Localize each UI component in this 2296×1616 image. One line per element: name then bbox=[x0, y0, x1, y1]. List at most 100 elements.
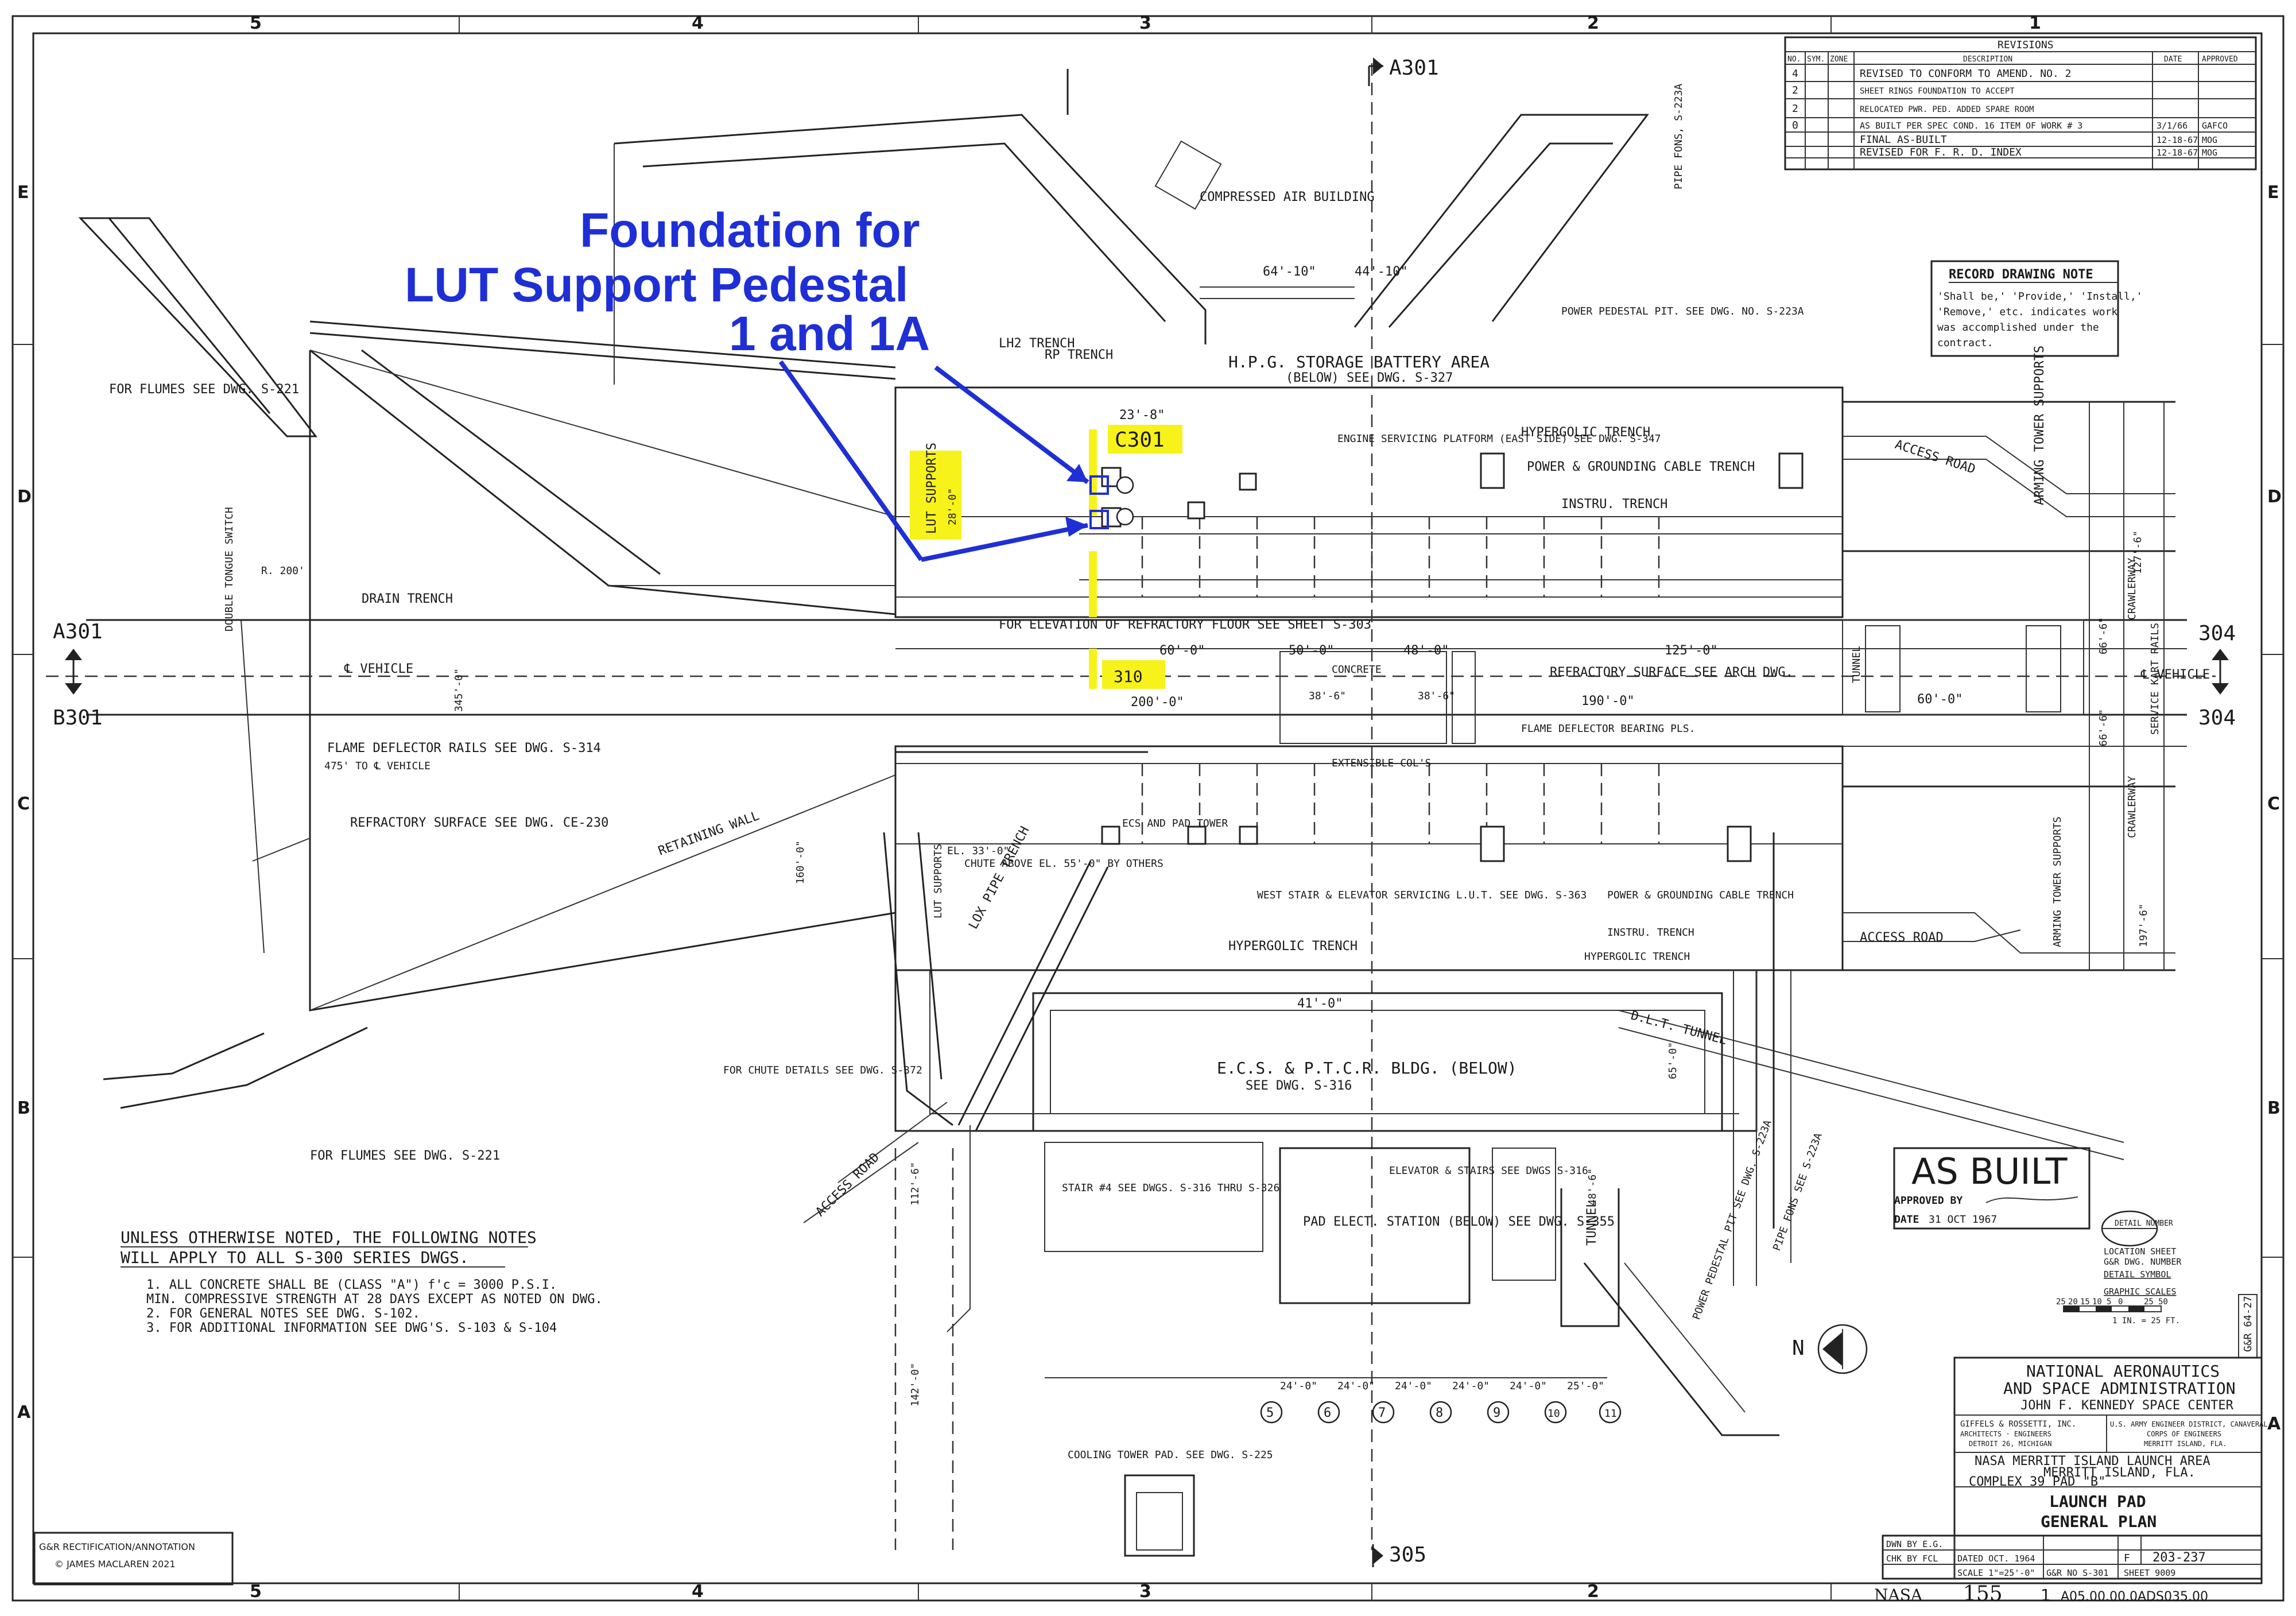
label-power-pedestal: POWER PEDESTAL PIT. SEE DWG. NO. S-223A bbox=[1561, 305, 1804, 317]
label-lut-supports-lower: LUT SUPPORTS bbox=[932, 844, 944, 919]
rev-row-4-date: 12-18-67 bbox=[2157, 135, 2198, 145]
annotation-line-3: 1 and 1A bbox=[729, 307, 930, 361]
dim-125-0: 125'-0" bbox=[1665, 644, 1718, 658]
scale-tick-5: 5 bbox=[2107, 1297, 2111, 1307]
bubble-6: 6 bbox=[1324, 1406, 1331, 1420]
rev-row-3-date: 3/1/66 bbox=[2157, 121, 2188, 131]
credit-box bbox=[33, 1532, 234, 1586]
rev-header-zone: ZONE bbox=[1830, 55, 1848, 64]
title-architect-3: DETROIT 26, MICHIGAN bbox=[1969, 1440, 2052, 1448]
title-agency-2: AND SPACE ADMINISTRATION bbox=[2003, 1379, 2236, 1398]
side-code: G&R 64-27 bbox=[2242, 1296, 2254, 1352]
title-army-2: CORPS OF ENGINEERS bbox=[2147, 1430, 2221, 1438]
label-elevation-refractory: FOR ELEVATION OF REFRACTORY FLOOR SEE SH… bbox=[999, 618, 1371, 632]
dim-48-6: 48'-6" bbox=[1587, 1168, 1599, 1206]
label-lox-pipe-trench: LOX PIPE TRENCH bbox=[966, 824, 1032, 932]
record-note-line-4: contract. bbox=[1937, 337, 1994, 349]
pedestal-1a-box bbox=[1089, 475, 1109, 495]
label-hypergolic-trench-lower-2: HYPERGOLIC TRENCH bbox=[1584, 951, 1690, 963]
rev-row-4-appr: MOG bbox=[2202, 135, 2217, 145]
label-pipe-fons-top: PIPE FONS, S-223A bbox=[1673, 84, 1685, 189]
north-arrow-icon bbox=[1817, 1324, 1868, 1374]
dim-60-0: 60'-0" bbox=[1159, 644, 1205, 658]
label-crawlerway-top: CRAWLERWAY bbox=[2126, 557, 2138, 620]
dim-50-0: 50'-0" bbox=[1289, 644, 1334, 658]
dim-190-0: 190'-0" bbox=[1581, 694, 1635, 708]
rev-row-0-desc: REVISED TO CONFORM TO AMEND. NO. 2 bbox=[1860, 68, 2071, 80]
bubble-11: 11 bbox=[1604, 1408, 1617, 1420]
rev-header-desc: DESCRIPTION bbox=[1963, 55, 2012, 64]
dim-44-10: 44'-10" bbox=[1355, 265, 1408, 279]
label-extensible-col: EXTENSIBLE COL'S bbox=[1332, 757, 1431, 769]
scale-tick-25a: 25 bbox=[2056, 1297, 2066, 1307]
pad-outline bbox=[894, 386, 1844, 971]
grid-col-bottom-5: 5 bbox=[250, 1582, 262, 1602]
lower-buildings bbox=[803, 970, 1779, 1557]
rev-row-3-desc: AS BUILT PER SPEC COND. 16 ITEM OF WORK … bbox=[1860, 121, 2082, 131]
dim-160-0: 160'-0" bbox=[794, 840, 806, 884]
as-built-approved: APPROVED BY bbox=[1894, 1195, 1963, 1207]
grid-col-top-3: 3 bbox=[1139, 13, 1151, 33]
label-cooling-tower: COOLING TOWER PAD. SEE DWG. S-225 bbox=[1068, 1449, 1273, 1461]
dim-38-6: 38'-6" bbox=[1309, 690, 1346, 702]
grid-row-right-e: E bbox=[2267, 183, 2279, 203]
label-access-road-right: ACCESS ROAD bbox=[1860, 931, 1944, 945]
label-tunnel-right: TUNNEL bbox=[1851, 646, 1863, 683]
highlight-strip-mid bbox=[1089, 551, 1097, 617]
label-arming-tower-lower: ARMING TOWER SUPPORTS bbox=[2051, 816, 2064, 947]
grid-row-right-d: D bbox=[2267, 487, 2282, 507]
note-1: 1. ALL CONCRETE SHALL BE (CLASS "A") f'c… bbox=[146, 1278, 557, 1292]
grid-col-top-5: 5 bbox=[250, 13, 262, 33]
label-flumes: FOR FLUMES SEE DWG. S-221 bbox=[109, 382, 299, 397]
dim-64-10: 64'-10" bbox=[1263, 265, 1316, 279]
title-block bbox=[1882, 1357, 2263, 1580]
rev-row-0-no: 4 bbox=[1792, 68, 1798, 80]
revisions-title: REVISIONS bbox=[1998, 39, 2054, 51]
label-instru-trench-lower: INSTRU. TRENCH bbox=[1607, 927, 1694, 939]
title-chk: CHK BY FCL bbox=[1886, 1553, 1938, 1564]
title-army-1: U.S. ARMY ENGINEER DISTRICT, CANAVERAL bbox=[2110, 1420, 2268, 1428]
grid-row-left-a: A bbox=[17, 1402, 31, 1423]
top-access-structures bbox=[614, 69, 1649, 385]
title-agency-1: NATIONAL AERONAUTICS bbox=[2026, 1362, 2220, 1381]
scale-tick-0: 0 bbox=[2118, 1297, 2123, 1307]
rev-row-1-desc: SHEET RINGS FOUNDATION TO ACCEPT bbox=[1860, 87, 2015, 96]
detail-number-label: DETAIL NUMBER bbox=[2115, 1219, 2173, 1228]
grid-row-left-d: D bbox=[17, 487, 32, 507]
grid-row-left-e: E bbox=[17, 183, 29, 203]
rev-row-2-desc: RELOCATED PWR. PED. ADDED SPARE ROOM bbox=[1860, 105, 2034, 114]
footer-nasa-no: 155 bbox=[1963, 1582, 2003, 1606]
callout-310: 310 bbox=[1114, 667, 1143, 686]
rev-row-5-appr: MOG bbox=[2202, 148, 2217, 158]
title-main-2: GENERAL PLAN bbox=[2041, 1512, 2157, 1531]
label-ecs-ptcr: E.C.S. & P.T.C.R. BLDG. (BELOW) bbox=[1217, 1059, 1517, 1078]
as-built-date-label: DATE bbox=[1894, 1214, 1919, 1226]
highlight-310 bbox=[1102, 660, 1165, 689]
label-for-chute: FOR CHUTE DETAILS SEE DWG. S-372 bbox=[723, 1064, 922, 1076]
record-note-box bbox=[1930, 260, 2119, 357]
label-lh2-trench: LH2 TRENCH bbox=[999, 336, 1075, 351]
label-rp-trench: RP TRENCH bbox=[1045, 348, 1113, 362]
scale-tick-20: 20 bbox=[2068, 1297, 2078, 1307]
title-architect-2: ARCHITECTS · ENGINEERS bbox=[1960, 1430, 2051, 1438]
title-project-3: COMPLEX 39 PAD "B" bbox=[1969, 1475, 2105, 1489]
label-refractory-surface-2: REFRACTORY SURFACE SEE DWG. CE-230 bbox=[350, 816, 608, 830]
note-1-cont: MIN. COMPRESSIVE STRENGTH AT 28 DAYS EXC… bbox=[146, 1292, 603, 1307]
graphic-scale-bar bbox=[2063, 1305, 2162, 1312]
outer-border bbox=[11, 15, 2285, 1602]
grid-col-top-4: 4 bbox=[692, 13, 704, 33]
rev-header-no: NO. bbox=[1787, 55, 1801, 64]
grid-col-top-1: 1 bbox=[2029, 13, 2041, 33]
label-hpg-storage-sub: (BELOW) SEE DWG. S-327 bbox=[1286, 371, 1453, 385]
label-ecs-sub: SEE DWG. S-316 bbox=[1246, 1079, 1352, 1093]
grid-ticks bbox=[13, 16, 2283, 1601]
title-army-3: MERRITT ISLAND, FLA. bbox=[2144, 1440, 2227, 1448]
detail-gr-dwg-label: G&R DWG. NUMBER bbox=[2104, 1257, 2182, 1267]
as-built-stamp bbox=[1893, 1147, 2091, 1230]
scale-note: 1 IN. = 25 FT. bbox=[2112, 1316, 2180, 1326]
section-304-bottom: 304 bbox=[2198, 706, 2236, 730]
label-drain-trench: DRAIN TRENCH bbox=[362, 592, 453, 606]
highlight-c301 bbox=[1108, 425, 1182, 454]
as-built-title: AS BUILT bbox=[1911, 1150, 2068, 1192]
